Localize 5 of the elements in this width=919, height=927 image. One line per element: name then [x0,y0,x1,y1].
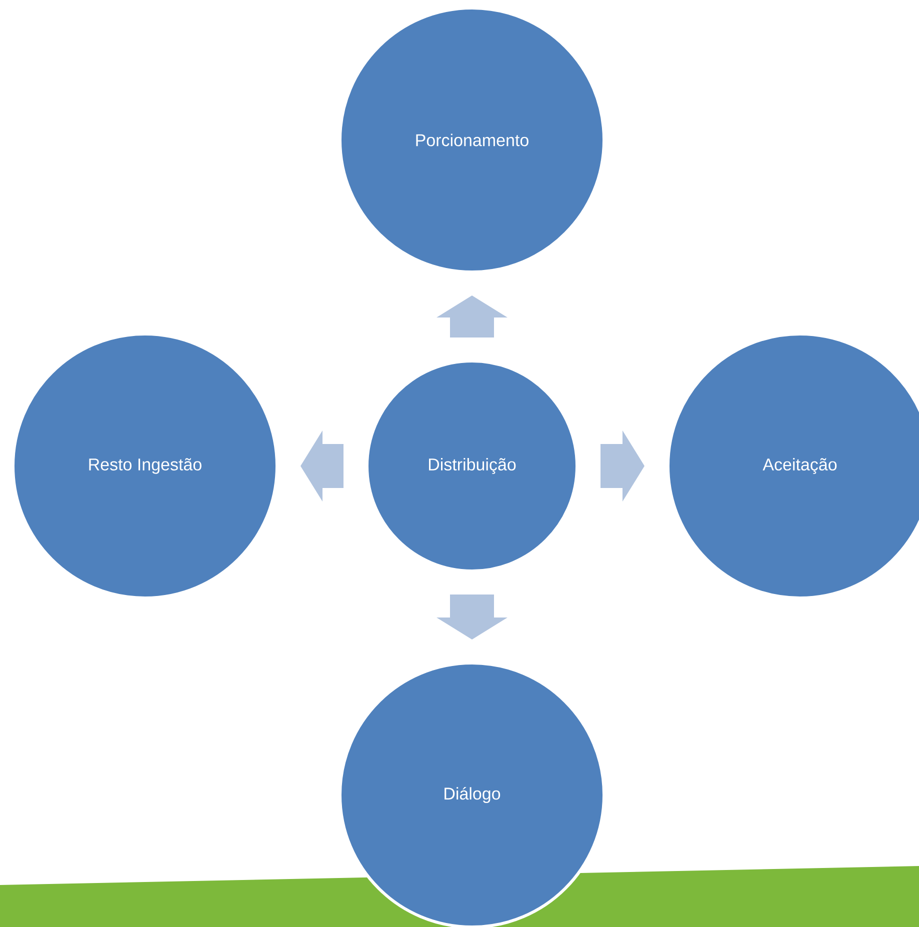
circle-node: Resto Ingestão [12,332,278,600]
circle-node: Porcionamento [338,6,606,274]
circle-node: Diálogo [338,662,606,927]
circle-node: Aceitação [666,332,919,600]
circle-node: Distribuição [366,360,578,572]
